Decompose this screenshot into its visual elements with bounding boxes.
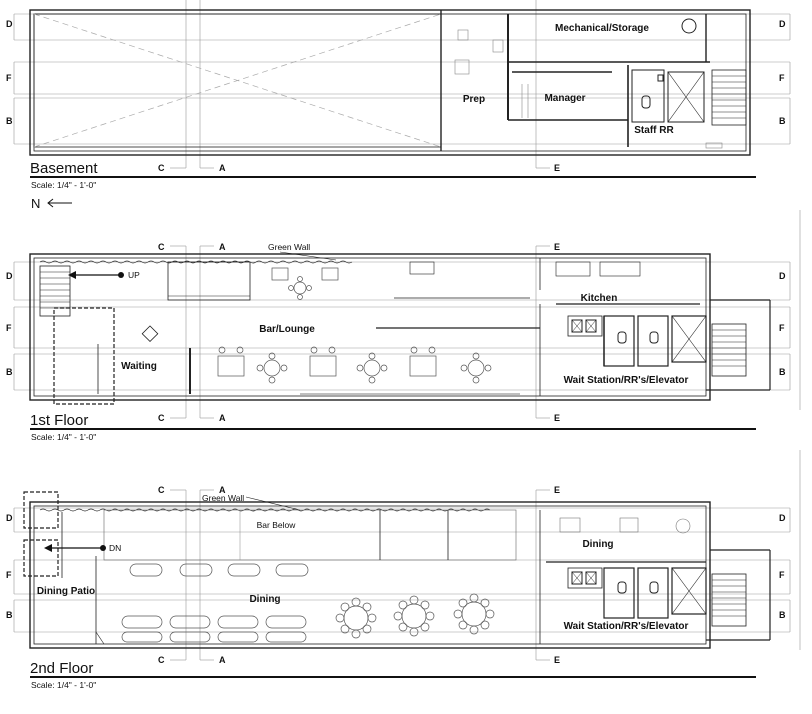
- first-floor-furniture: [217, 267, 520, 395]
- grid-label-b: B: [6, 610, 13, 620]
- room-label-manager: Manager: [544, 93, 585, 104]
- grid-label-b: B: [779, 610, 786, 620]
- grid-label-a: A: [219, 413, 226, 423]
- basement-labels: Mechanical/Storage Prep Manager Staff RR…: [6, 19, 786, 211]
- stair-down-arrow-icon: [44, 544, 106, 552]
- grid-label-d: D: [6, 271, 13, 281]
- grid-label-e: E: [554, 163, 560, 173]
- first-floor-gridlines: [13, 210, 801, 419]
- green-wall-label: Green Wall: [202, 493, 244, 503]
- dining-table: [129, 563, 163, 577]
- grid-label-f: F: [779, 73, 785, 83]
- stair-up-label: UP: [128, 270, 140, 280]
- grid-label-c: C: [158, 163, 165, 173]
- room-label-dining-main: Dining: [249, 594, 280, 605]
- second-floor-labels: Green Wall Bar Below DN Dining Dining Pa…: [6, 485, 786, 690]
- round-table: [393, 595, 435, 637]
- basement-plan: [13, 0, 791, 169]
- grid-label-e: E: [554, 413, 560, 423]
- lounge-table: [409, 346, 437, 377]
- first-floor-scale: Scale: 1/4" - 1'-0": [31, 432, 96, 442]
- grid-label-f: F: [779, 570, 785, 580]
- green-wall-label: Green Wall: [268, 242, 310, 252]
- room-label-bar-lounge: Bar/Lounge: [259, 324, 315, 335]
- room-label-mechanical: Mechanical/Storage: [555, 23, 649, 34]
- grid-label-f: F: [6, 323, 12, 333]
- round-table: [460, 352, 492, 384]
- grid-label-e: E: [554, 485, 560, 495]
- second-floor-title: 2nd Floor: [30, 660, 93, 677]
- second-floor-furniture: [121, 563, 495, 643]
- grid-label-f: F: [6, 570, 12, 580]
- dining-table: [227, 563, 261, 577]
- grid-label-e: E: [554, 242, 560, 252]
- room-label-dining-east: Dining: [582, 539, 613, 550]
- grid-label-a: A: [219, 485, 226, 495]
- stair-up-arrow-icon: [68, 271, 124, 279]
- dining-table: [169, 615, 211, 643]
- dining-table: [121, 615, 163, 643]
- grid-label-e: E: [554, 655, 560, 665]
- grid-label-b: B: [6, 116, 13, 126]
- room-label-prep: Prep: [463, 94, 485, 105]
- room-label-waiting: Waiting: [121, 361, 157, 372]
- first-floor-labels: Green Wall UP Kitchen Bar/Lounge Waiting…: [6, 242, 786, 442]
- grid-label-d: D: [779, 513, 786, 523]
- grid-label-d: D: [779, 19, 786, 29]
- lounge-table: [309, 346, 337, 377]
- grid-label-b: B: [779, 367, 786, 377]
- grid-label-f: F: [6, 73, 12, 83]
- grid-label-c: C: [158, 242, 165, 252]
- room-label-wait-station: Wait Station/RR's/Elevator: [564, 621, 689, 632]
- grid-label-a: A: [219, 163, 226, 173]
- first-floor-plan: [13, 210, 801, 419]
- room-label-wait-station: Wait Station/RR's/Elevator: [564, 375, 689, 386]
- lounge-table: [271, 267, 339, 281]
- dining-table: [265, 615, 307, 643]
- dining-table: [217, 615, 259, 643]
- room-label-kitchen: Kitchen: [581, 293, 618, 304]
- grid-label-b: B: [6, 367, 13, 377]
- grid-label-c: C: [158, 655, 165, 665]
- basement-title: Basement: [30, 160, 98, 177]
- grid-label-a: A: [219, 242, 226, 252]
- bar-below-label: Bar Below: [257, 520, 297, 530]
- round-table: [288, 276, 312, 300]
- basement-gridlines: [13, 0, 791, 169]
- round-table: [453, 593, 495, 635]
- lounge-table: [217, 346, 245, 377]
- round-table: [335, 597, 377, 639]
- north-arrow-icon: [47, 198, 72, 208]
- round-table: [356, 352, 388, 384]
- dining-table: [275, 563, 309, 577]
- grid-label-c: C: [158, 413, 165, 423]
- dining-table: [179, 563, 213, 577]
- second-floor-scale: Scale: 1/4" - 1'-0": [31, 680, 96, 690]
- room-label-dining-patio: Dining Patio: [37, 586, 95, 597]
- round-table: [256, 352, 288, 384]
- grid-label-d: D: [779, 271, 786, 281]
- grid-label-b: B: [779, 116, 786, 126]
- first-floor-title: 1st Floor: [30, 412, 88, 429]
- grid-label-d: D: [6, 19, 13, 29]
- grid-label-d: D: [6, 513, 13, 523]
- basement-scale: Scale: 1/4" - 1'-0": [31, 180, 96, 190]
- room-label-staff-rr: Staff RR: [634, 125, 674, 136]
- grid-label-c: C: [158, 485, 165, 495]
- grid-label-f: F: [779, 323, 785, 333]
- north-label: N: [31, 196, 40, 211]
- stair-down-label: DN: [109, 543, 121, 553]
- grid-label-a: A: [219, 655, 226, 665]
